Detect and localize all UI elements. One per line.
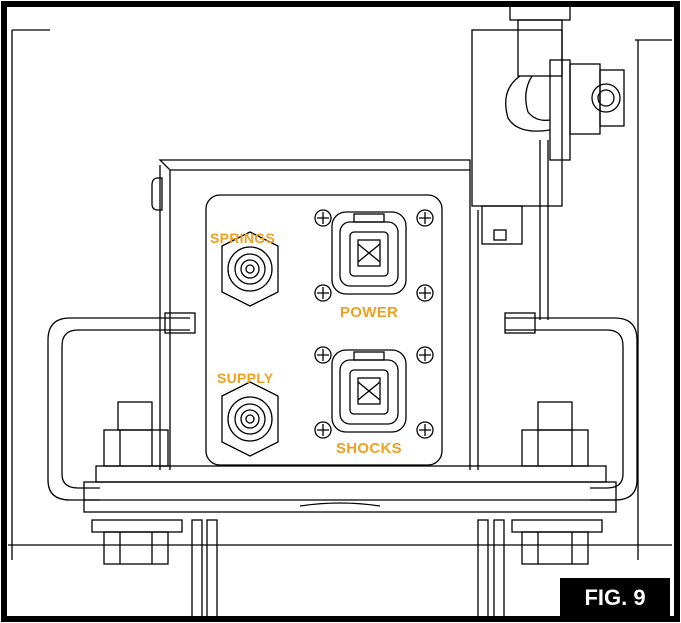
power-label: POWER (340, 304, 399, 321)
background-rails (8, 29, 672, 560)
nut-stack-left (91, 401, 183, 565)
power-connector (331, 211, 407, 295)
shocks-connector (331, 349, 407, 433)
figure-label: FIG. 9 (560, 578, 670, 618)
supply-label: SUPPLY (217, 370, 274, 386)
springs-fitting (221, 231, 279, 307)
base-plate (83, 465, 617, 513)
springs-label: SPRINGS (210, 230, 276, 246)
mounting-bracket (151, 159, 479, 470)
shocks-label: SHOCKS (336, 440, 402, 457)
lower-posts (191, 519, 505, 621)
nut-stack-right (511, 401, 603, 565)
supply-fitting (221, 381, 279, 457)
valve-assembly (471, 5, 625, 320)
u-bolt-right (504, 312, 638, 501)
power-screws (314, 209, 434, 302)
u-bolt-left (47, 312, 196, 501)
connector-plate (205, 194, 443, 466)
shocks-screws (314, 346, 434, 439)
